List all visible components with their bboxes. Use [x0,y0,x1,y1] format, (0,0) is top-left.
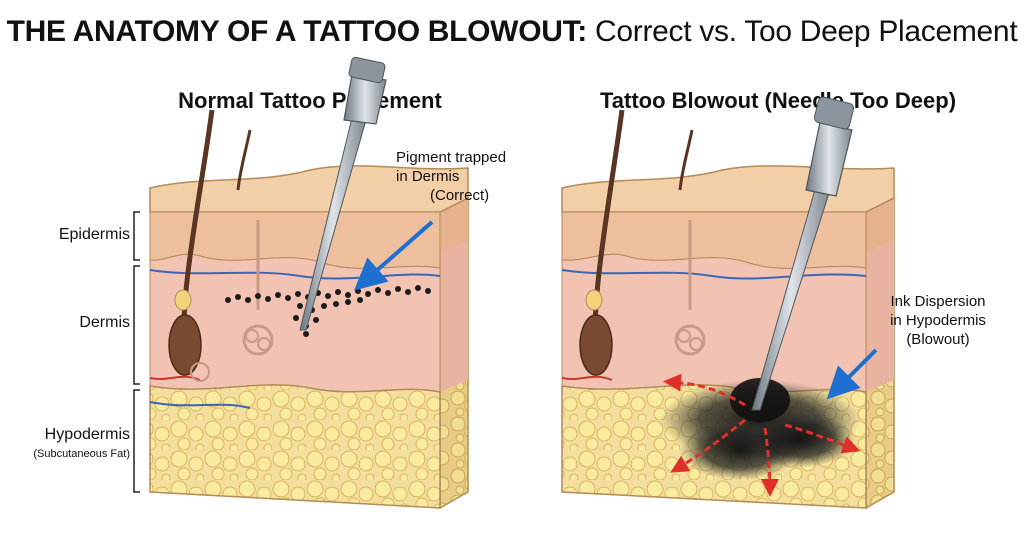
skin-block-blowout [561,96,895,510]
tattoo-needle-blowout [751,96,855,411]
label-epidermis: Epidermis [58,226,130,243]
annotation-normal-line-3: (Correct) [430,187,490,204]
tattoo-needle-normal [299,56,387,331]
layer-brackets [133,211,140,493]
label-hypodermis-sub: (Subcutaneous Fat) [33,448,130,460]
annotation-normal-line-1: Pigment trapped [396,149,507,166]
panel-title-normal: Normal Tattoo Placement [178,88,442,113]
annotation-arrow-left [353,220,434,291]
dispersion-arrows [663,373,861,497]
annotation-normal: Pigment trapped in Dermis (Correct) [396,148,506,205]
ink-cloud-hypodermis [660,378,860,480]
annotation-blowout: Ink Dispersion in Hypodermis (Blowout) [878,292,998,349]
label-dermis: Dermis [79,314,130,331]
annotation-blowout-line-1: Ink Dispersion [890,293,986,310]
annotation-blowout-line-2: in Hypodermis [890,312,986,329]
title-sub: Correct vs. Too Deep Placement [595,15,1018,48]
annotation-normal-line-2: in Dermis [396,168,460,185]
annotation-blowout-line-3: (Blowout) [906,331,970,348]
title-main: THE ANATOMY OF A TATTOO BLOWOUT: [6,15,588,48]
skin-block-normal [149,56,469,510]
annotation-arrow-right [826,348,878,400]
label-hypodermis: Hypodermis [44,426,130,443]
page-title: THE ANATOMY OF A TATTOO BLOWOUT: Correct… [0,14,1024,50]
panel-title-blowout: Tattoo Blowout (Needle Too Deep) [599,88,957,113]
